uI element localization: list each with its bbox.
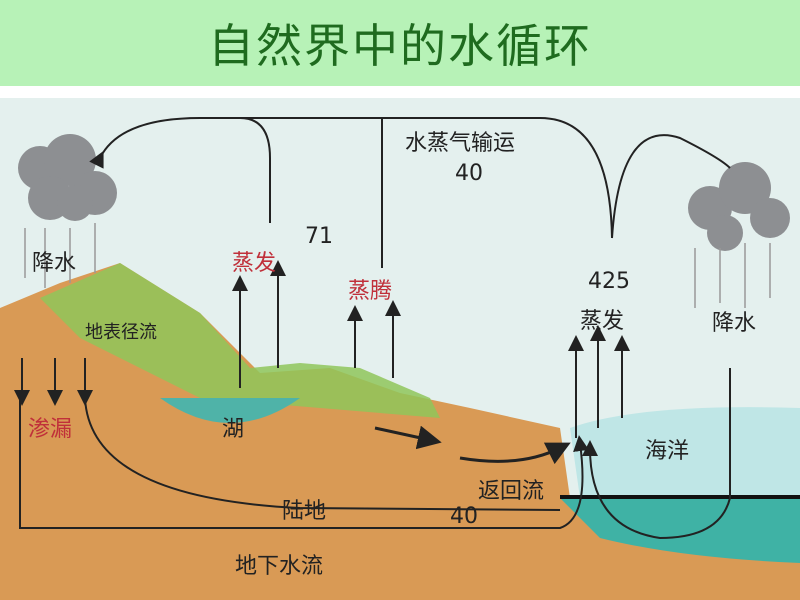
ocean-evaporation-label: 蒸发	[580, 309, 624, 334]
sea-level-line	[560, 495, 800, 499]
groundwater-flow-label: 地下水流	[235, 554, 323, 579]
infiltration-label: 渗漏	[28, 417, 72, 442]
ocean-deep	[560, 498, 800, 563]
return-flow-label: 返回流	[478, 479, 544, 504]
land-evaporation-label: 蒸发	[232, 251, 276, 276]
rain-lines	[24, 223, 771, 308]
lake-water	[160, 398, 300, 423]
cycle-arrows	[14, 117, 731, 540]
precipitation-left-label: 降水	[32, 251, 76, 276]
water-cycle-diagram: 水蒸气输运 40 蒸发 71 蒸腾 425 蒸发 降水 降水 地表径流 渗漏 湖…	[0, 98, 800, 600]
ocean-surface	[570, 407, 800, 498]
cloud-right	[688, 162, 790, 251]
return-flow-value: 40	[450, 504, 478, 529]
precipitation-right-label: 降水	[712, 311, 756, 336]
transpiration-label: 蒸腾	[348, 279, 392, 304]
surface-runoff-label: 地表径流	[85, 322, 157, 343]
vapor-transport-value: 40	[455, 161, 483, 186]
lake-label: 湖	[222, 417, 244, 442]
slide-title: 自然界中的水循环	[208, 19, 592, 73]
land-evaporation-value: 71	[305, 224, 333, 249]
vegetation	[40, 263, 440, 418]
ocean-evaporation-value: 425	[588, 269, 630, 294]
slide-title-bar: 自然界中的水循环	[0, 0, 800, 86]
land-label: 陆地	[282, 499, 326, 524]
cloud-left	[18, 134, 117, 221]
ocean-label: 海洋	[645, 439, 689, 464]
vapor-transport-label: 水蒸气输运	[405, 131, 515, 156]
